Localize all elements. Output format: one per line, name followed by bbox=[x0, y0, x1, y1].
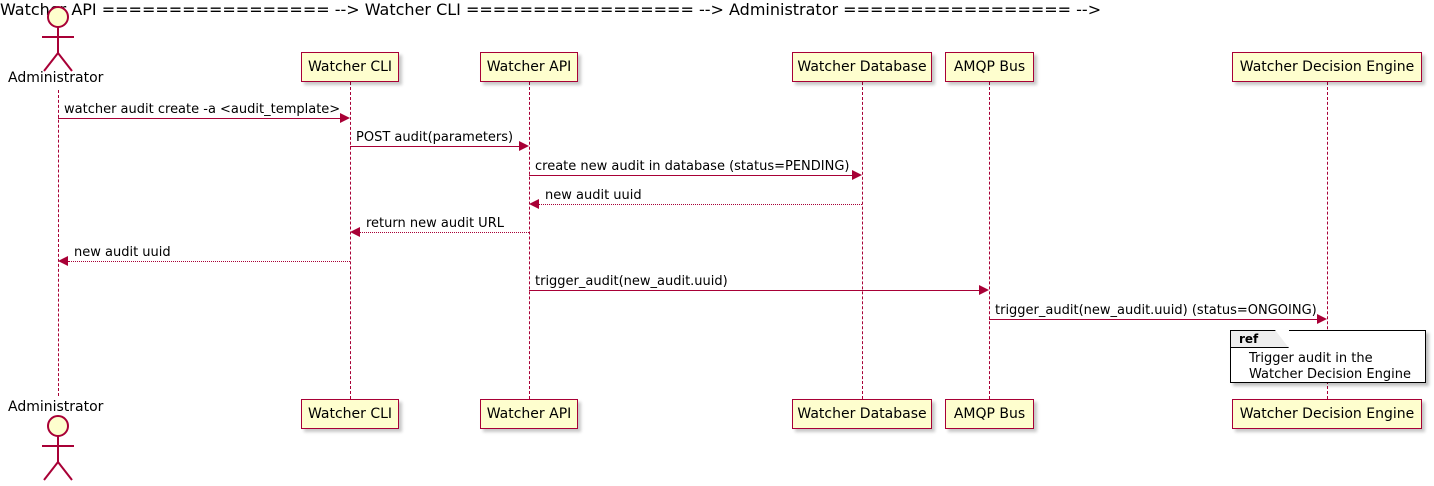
message-line-m7 bbox=[529, 290, 979, 291]
participant-label-amqp-bus-top: AMQP Bus bbox=[953, 59, 1026, 75]
message-line-m6 bbox=[68, 261, 350, 262]
message-line-m3 bbox=[529, 175, 852, 176]
lifeline-watcher-cli bbox=[350, 82, 351, 399]
participant-watcher-decision-engine-top[interactable]: Watcher Decision Engine bbox=[1232, 52, 1422, 82]
actor-administrator-bottom bbox=[32, 414, 86, 484]
ref-fragment-line1: Trigger audit in the bbox=[1249, 351, 1373, 366]
lifeline-watcher-decision-engine bbox=[1327, 82, 1328, 399]
lifeline-watcher-database bbox=[862, 82, 863, 399]
actor-label-administrator-top: Administrator bbox=[8, 70, 104, 86]
message-line-m4 bbox=[539, 204, 862, 205]
message-line-m8 bbox=[989, 319, 1317, 320]
participant-label-watcher-api-top: Watcher API bbox=[486, 59, 572, 75]
actor-label-administrator-bottom: Administrator bbox=[8, 399, 104, 415]
lifeline-amqp-bus bbox=[989, 82, 990, 399]
message-arrowhead-m7 bbox=[979, 285, 989, 295]
participant-label-watcher-cli-bottom: Watcher CLI bbox=[307, 406, 393, 422]
message-label-m4: new audit uuid bbox=[545, 188, 642, 203]
message-arrowhead-m2 bbox=[519, 141, 529, 151]
actor-stick-figure-icon bbox=[42, 415, 74, 481]
participant-watcher-api-top[interactable]: Watcher API bbox=[480, 52, 578, 82]
participant-label-watcher-database-bottom: Watcher Database bbox=[797, 406, 927, 422]
participant-label-amqp-bus-bottom: AMQP Bus bbox=[953, 406, 1026, 422]
participant-label-watcher-database-top: Watcher Database bbox=[797, 59, 927, 75]
message-arrowhead-m5 bbox=[350, 227, 360, 237]
message-arrowhead-m8 bbox=[1317, 314, 1327, 324]
ref-fragment-line2: Watcher Decision Engine bbox=[1249, 367, 1411, 382]
message-line-m2 bbox=[350, 146, 519, 147]
participant-label-watcher-cli-top: Watcher CLI bbox=[307, 59, 393, 75]
lifeline-watcher-api bbox=[529, 82, 530, 399]
participant-amqp-bus-bottom[interactable]: AMQP Bus bbox=[945, 399, 1034, 429]
lifeline-administrator bbox=[58, 90, 59, 396]
message-label-m7: trigger_audit(new_audit.uuid) bbox=[535, 274, 728, 289]
message-arrowhead-m4 bbox=[529, 199, 539, 209]
message-arrowhead-m1 bbox=[340, 113, 350, 123]
message-label-m3: create new audit in database (status=PEN… bbox=[535, 159, 850, 174]
message-label-m6: new audit uuid bbox=[74, 245, 171, 260]
participant-watcher-cli-top[interactable]: Watcher CLI bbox=[301, 52, 399, 82]
ref-fragment-tag-label: ref bbox=[1239, 332, 1259, 346]
participant-label-wde-bottom: Watcher Decision Engine bbox=[1239, 406, 1415, 422]
participant-amqp-bus-top[interactable]: AMQP Bus bbox=[945, 52, 1034, 82]
message-label-m1: watcher audit create -a <audit_template> bbox=[64, 102, 341, 117]
participant-watcher-decision-engine-bottom[interactable]: Watcher Decision Engine bbox=[1232, 399, 1422, 429]
ref-fragment-tag: ref bbox=[1231, 330, 1289, 348]
message-label-m8: trigger_audit(new_audit.uuid) (status=ON… bbox=[995, 303, 1317, 318]
participant-watcher-cli-bottom[interactable]: Watcher CLI bbox=[301, 399, 399, 429]
participant-watcher-database-top[interactable]: Watcher Database bbox=[792, 52, 932, 82]
ref-fragment-tag-corner-icon bbox=[1275, 330, 1289, 348]
message-line-m1 bbox=[58, 118, 340, 119]
message-label-m2: POST audit(parameters) bbox=[356, 130, 514, 145]
actor-stick-figure-icon bbox=[42, 6, 74, 72]
participant-watcher-api-bottom[interactable]: Watcher API bbox=[480, 399, 578, 429]
actor-administrator-top bbox=[32, 5, 86, 75]
ref-fragment: ref Trigger audit in the Watcher Decisio… bbox=[1230, 330, 1426, 383]
participant-label-wde-top: Watcher Decision Engine bbox=[1239, 59, 1415, 75]
message-line-m5 bbox=[360, 232, 529, 233]
participant-label-watcher-api-bottom: Watcher API bbox=[486, 406, 572, 422]
message-arrowhead-m6 bbox=[58, 256, 68, 266]
participant-watcher-database-bottom[interactable]: Watcher Database bbox=[792, 399, 932, 429]
message-label-m5: return new audit URL bbox=[366, 216, 504, 231]
message-arrowhead-m3 bbox=[852, 170, 862, 180]
